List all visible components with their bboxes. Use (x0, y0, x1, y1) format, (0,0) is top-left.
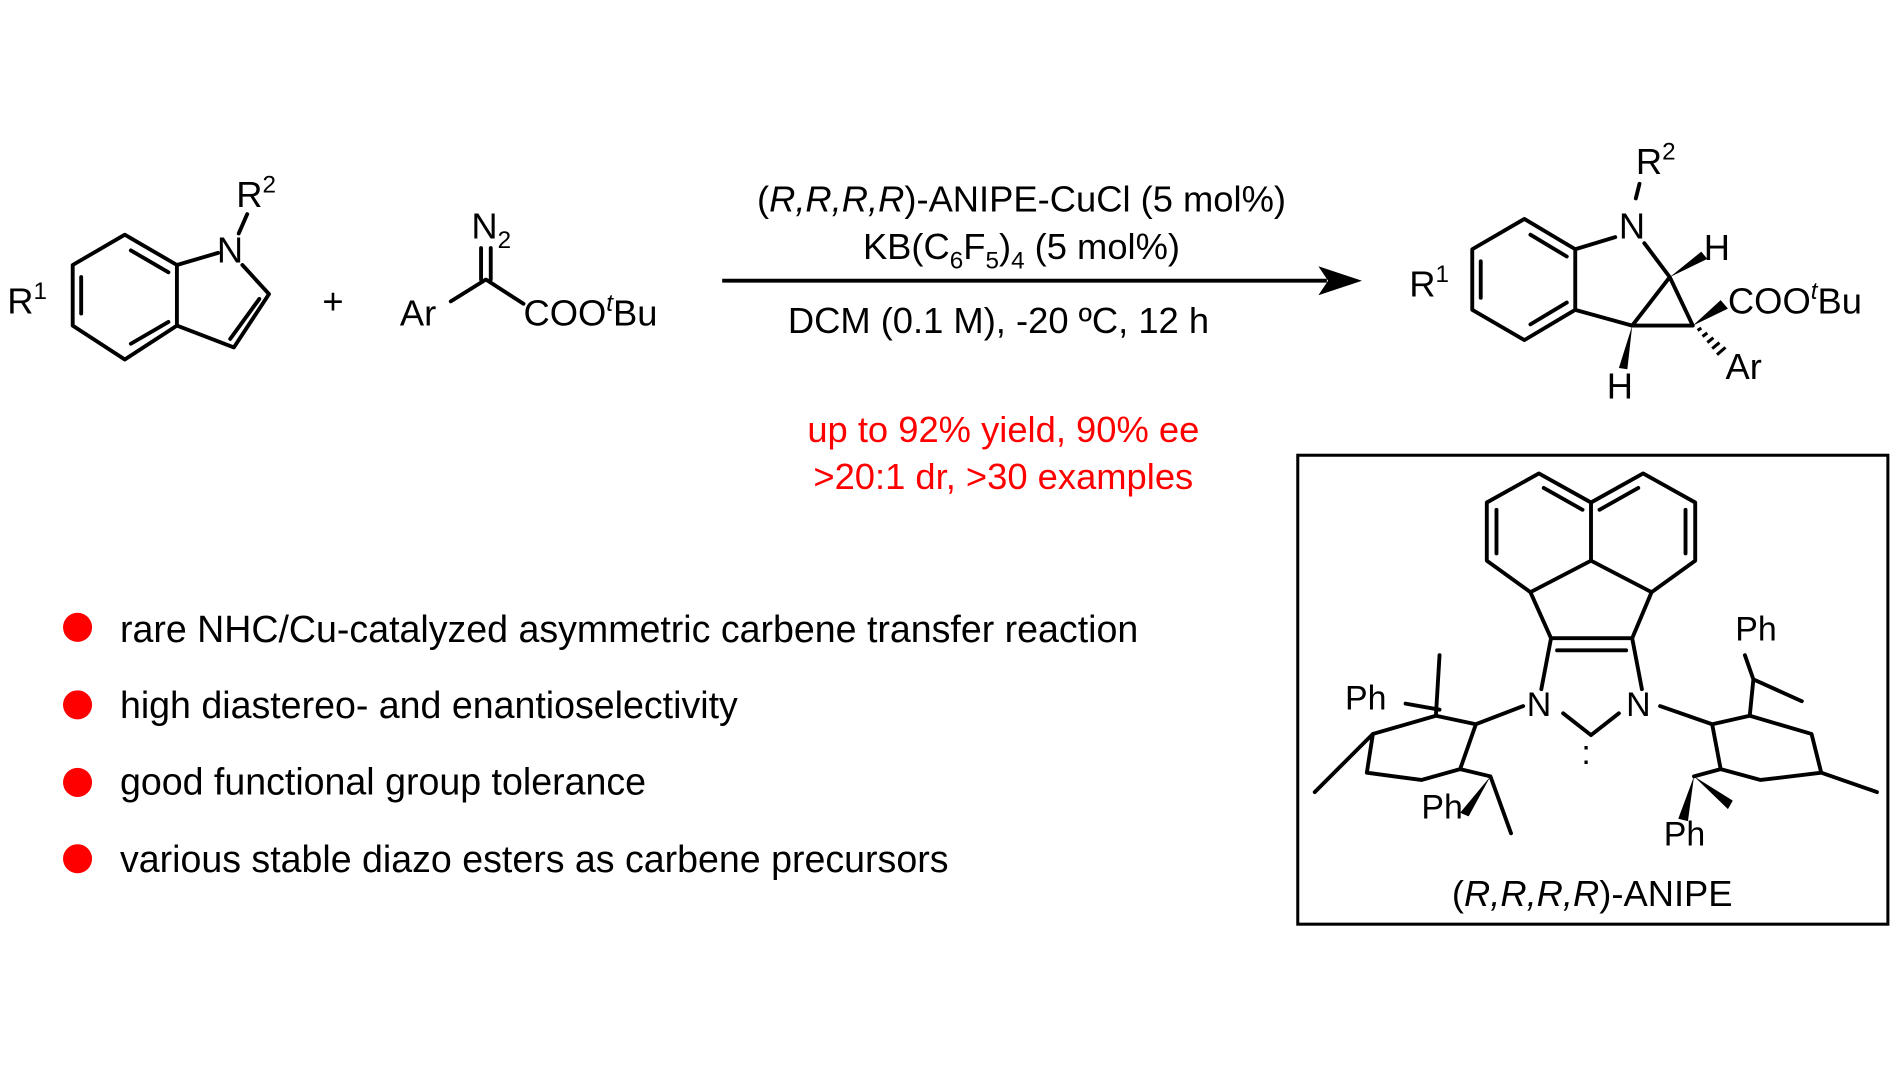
dr-examples-text: >20:1 dr, >30 examples (813, 456, 1193, 497)
ph-label: Ph (1664, 815, 1705, 853)
n2-label: N2 (471, 205, 511, 254)
ester-label: COOtBu (1728, 278, 1862, 322)
ph-label: Ph (1421, 789, 1462, 827)
ester-label: COOtBu (523, 290, 657, 334)
bullet-icon (63, 844, 93, 874)
plus-sign: + (322, 280, 343, 321)
indole-reactant: N R2 R1 (7, 171, 276, 362)
solvent-temp-time-text: DCM (0.1 M), -20 ºC, 12 h (788, 300, 1209, 341)
arrow-head-icon (1318, 266, 1362, 296)
bullet-icon (63, 612, 93, 642)
highlight-item: rare NHC/Cu-catalyzed asymmetric carbene… (120, 608, 1138, 650)
h-label-bottom: H (1607, 365, 1633, 406)
n-right-label: N (1626, 686, 1651, 724)
reaction-conditions: (R,R,R,R)-ANIPE-CuCl (5 mol%) KB(C6F5)4 … (722, 179, 1362, 341)
bullet-icon (63, 767, 93, 797)
ar-label: Ar (400, 293, 436, 334)
n-left-label: N (1527, 686, 1552, 724)
ar-label: Ar (1726, 346, 1762, 387)
cyclopropane-product: N R2 R1 H H COOtBu Ar (1409, 139, 1862, 407)
catalyst-text: (R,R,R,R)-ANIPE-CuCl (5 mol%) (757, 179, 1286, 220)
h-label-top: H (1704, 227, 1730, 268)
highlights-list: rare NHC/Cu-catalyzed asymmetric carbene… (63, 608, 1138, 880)
ph-label: Ph (1735, 611, 1776, 649)
highlight-item: good functional group tolerance (120, 761, 646, 803)
n-label: N (217, 230, 243, 271)
highlight-item: high diastereo- and enantioselectivity (120, 684, 738, 726)
bullet-icon (63, 690, 93, 720)
n-label: N (1619, 205, 1645, 246)
highlight-item: various stable diazo esters as carbene p… (120, 838, 949, 880)
ligand-name: (R,R,R,R)-ANIPE (1452, 873, 1733, 914)
r1-label: R1 (7, 278, 47, 322)
ph-label: Ph (1345, 680, 1386, 718)
diazo-ester-reactant: N2 Ar COOtBu (400, 205, 658, 333)
carbene-lone-pair: : (1581, 734, 1590, 772)
r1-label: R1 (1409, 261, 1449, 305)
r2-label: R2 (236, 171, 276, 215)
additive-text: KB(C6F5)4 (5 mol%) (863, 226, 1180, 275)
r2-label: R2 (1636, 139, 1676, 183)
ligand-box: N N : Ph Ph Ph Ph (R,R,R,R)-ANIPE (1296, 453, 1890, 926)
yield-ee-text: up to 92% yield, 90% ee (807, 409, 1199, 450)
